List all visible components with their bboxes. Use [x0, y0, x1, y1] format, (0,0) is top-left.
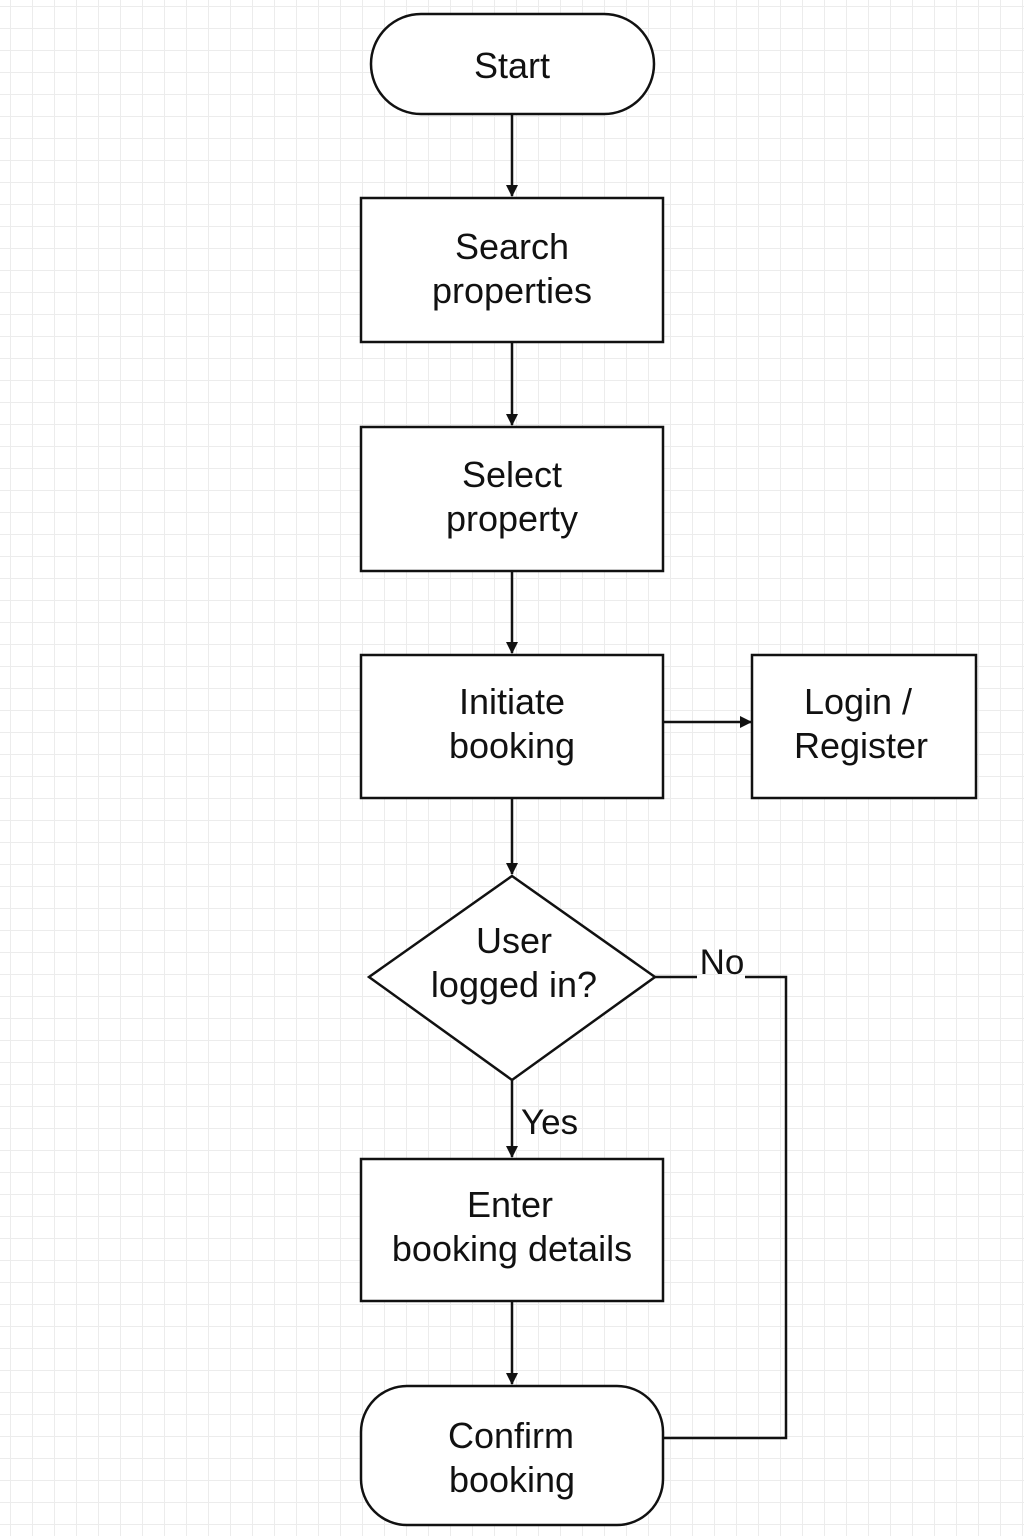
- initiate-booking-node: [359, 653, 665, 800]
- initiate-booking-label-line2: booking: [449, 725, 575, 766]
- search-properties-label-line2: properties: [432, 270, 592, 311]
- login-register-label-line2: Register: [794, 725, 928, 766]
- edge-label-yes: Yes: [521, 1103, 578, 1142]
- confirm-booking-label-line2: booking: [449, 1459, 575, 1500]
- start-node: [369, 12, 656, 116]
- select-property-node: [359, 425, 665, 573]
- enter-booking-details-node: [359, 1157, 665, 1303]
- confirm-booking-label-line1: Confirm: [448, 1415, 574, 1456]
- start-label: Start: [474, 45, 550, 86]
- user-logged-in-label-line1: User: [476, 920, 552, 961]
- search-properties-label-line1: Search: [455, 226, 569, 267]
- login-register-node: [750, 653, 978, 800]
- confirm-booking-node: [359, 1384, 665, 1527]
- search-properties-node: [359, 196, 665, 344]
- enter-booking-details-label-line1: Enter: [467, 1184, 553, 1225]
- enter-booking-details-label-line2: booking details: [392, 1228, 632, 1269]
- select-property-label-line1: Select: [462, 454, 562, 495]
- select-property-label-line2: property: [446, 498, 578, 539]
- user-logged-in-decision: [366, 874, 658, 1082]
- initiate-booking-label-line1: Initiate: [459, 681, 565, 722]
- edge-label-no: No: [700, 943, 745, 982]
- login-register-label-line1: Login /: [804, 681, 912, 722]
- edge-no-loop: [663, 975, 788, 1440]
- user-logged-in-label-line2: logged in?: [431, 964, 597, 1005]
